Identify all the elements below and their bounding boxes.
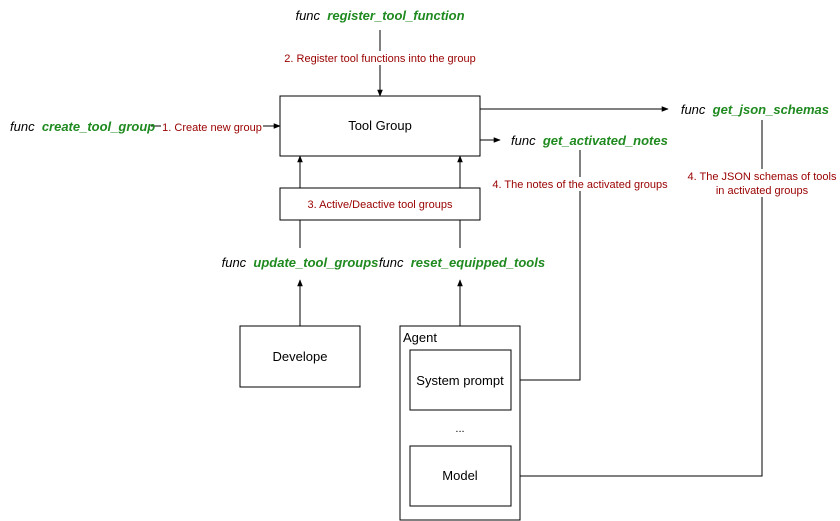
func-name-update-tool-groups: update_tool_groups (253, 255, 378, 270)
func-get-json-schemas: func get_json_schemas (681, 102, 829, 117)
func-name-get-activated-notes: get_activated_notes (542, 133, 668, 148)
func-keyword: func (511, 133, 539, 148)
develope-label: Develope (273, 349, 328, 364)
step-3-label: 3. Active/Deactive tool groups (308, 199, 453, 211)
func-get-activated-notes: func get_activated_notes (511, 133, 668, 148)
func-keyword: func (681, 102, 709, 117)
func-keyword: func (379, 255, 407, 270)
system-prompt-box (409, 349, 512, 411)
func-name-register-tool-function: register_tool_function (327, 8, 464, 23)
activate-deactivate-box (279, 187, 481, 221)
step-4-notes-bg (492, 177, 668, 191)
step-1-label: 1. Create new group (162, 122, 262, 134)
func-keyword: func (10, 119, 38, 134)
ellipsis-label: ... (455, 423, 464, 435)
arrow-json-schemas-to-model (511, 120, 763, 479)
step-2-label: 2. Register tool functions into the grou… (284, 53, 475, 65)
system-prompt-label: System prompt (416, 373, 504, 388)
func-name-reset-equipped-tools: reset_equipped_tools (411, 255, 545, 270)
model-label: Model (442, 468, 478, 483)
func-keyword: func (295, 8, 323, 23)
agent-label: Agent (403, 330, 437, 345)
tool-group-label: Tool Group (348, 118, 412, 133)
func-register-tool-function: func register_tool_function (295, 8, 464, 23)
func-create-tool-group: func create_tool_group (10, 119, 155, 134)
step-1-bg (161, 120, 263, 134)
func-reset-equipped-tools: func reset_equipped_tools (379, 255, 545, 270)
develope-box (239, 325, 361, 388)
step-4-notes-label: 4. The notes of the activated groups (492, 179, 668, 191)
step-2-bg (281, 51, 479, 65)
func-name-create-tool-group: create_tool_group (42, 119, 155, 134)
arrow-notes-to-system-prompt (511, 150, 581, 383)
step-4-schemas-line1: 4. The JSON schemas of tools (688, 171, 837, 183)
func-update-tool-groups: func update_tool_groups (222, 255, 379, 270)
step-4-schemas-bg (687, 169, 837, 197)
func-keyword: func (222, 255, 250, 270)
step-4-schemas-line2: in activated groups (716, 185, 809, 197)
func-name-get-json-schemas: get_json_schemas (712, 102, 829, 117)
model-box (409, 445, 512, 507)
tool-group-box (279, 95, 481, 157)
